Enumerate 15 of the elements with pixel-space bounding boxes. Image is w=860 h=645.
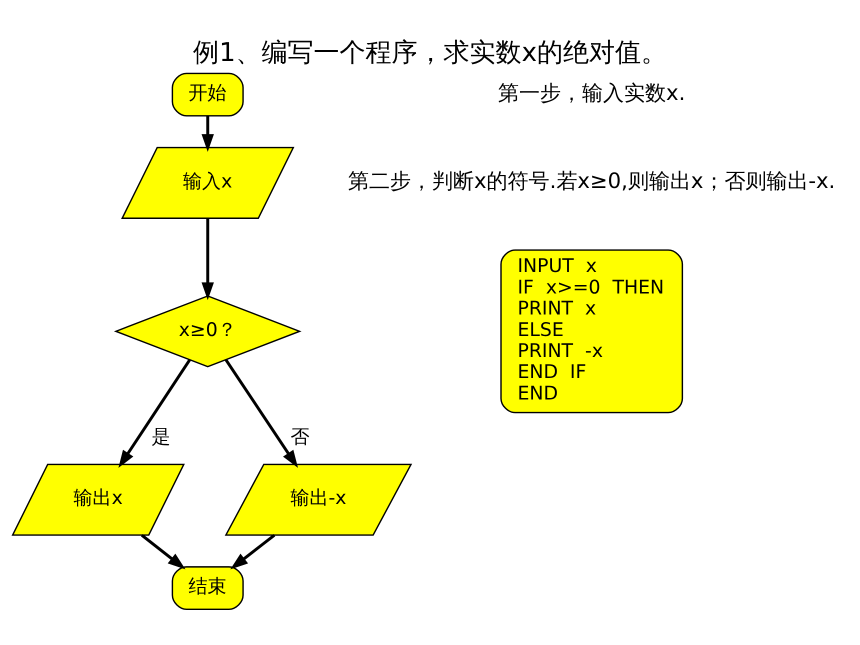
label: 第二步，判断x的符号.若x≥0,则输出x；否则输出-x. <box>348 168 836 194</box>
node-diamond: x≥0？ <box>114 295 302 368</box>
arrow <box>202 218 214 300</box>
diagram-title: 例1、编写一个程序，求实数x的绝对值。 <box>193 38 667 68</box>
edge-label: 是 <box>152 426 171 448</box>
node-box: 结束 <box>172 566 244 610</box>
arrow <box>140 534 186 570</box>
arrow <box>224 359 298 468</box>
label: 第一步，输入实数x. <box>498 80 686 105</box>
node-box: INPUT x IF x>=0 THEN PRINT x ELSE PRINT -x END IF END <box>500 249 684 414</box>
arrow <box>230 534 276 570</box>
node-box: 开始 <box>172 72 244 116</box>
edge-label: 否 <box>290 426 310 448</box>
arrow <box>202 116 214 152</box>
arrow <box>118 359 191 468</box>
